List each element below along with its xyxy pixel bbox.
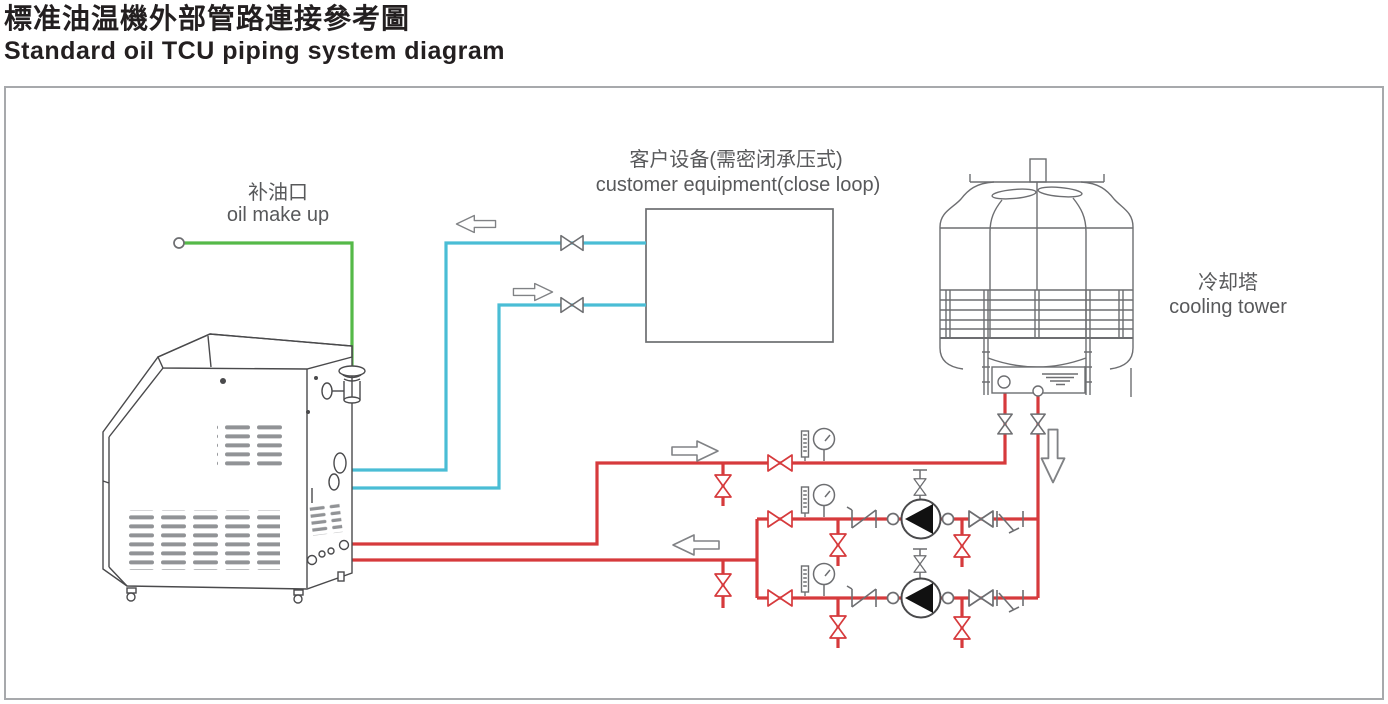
pressure-gauge-icon bbox=[812, 562, 836, 597]
tower-shell-left bbox=[939, 181, 995, 370]
strainer-icon bbox=[996, 589, 1024, 613]
vent-valve-icon bbox=[913, 478, 927, 496]
drain-valve-icon bbox=[714, 474, 732, 498]
machine-vent-grille bbox=[309, 501, 343, 536]
label-cooling-tower: 冷却塔 cooling tower bbox=[1169, 271, 1287, 318]
flow-arrow-left-icon bbox=[455, 214, 497, 234]
tower-inner-shell bbox=[989, 197, 1087, 338]
vent-valve-icon bbox=[913, 555, 927, 573]
cool-loop-pipes bbox=[334, 241, 646, 490]
machine-port-flange bbox=[333, 452, 347, 474]
machine-port-flange bbox=[328, 473, 340, 491]
valve-icon bbox=[997, 413, 1013, 435]
pump-icon bbox=[900, 498, 942, 540]
thermometer-icon bbox=[800, 430, 810, 462]
oil-filler-funnel bbox=[338, 365, 366, 404]
flow-arrow-right-icon bbox=[671, 440, 719, 462]
cool-pipe-return bbox=[340, 241, 646, 472]
customer-equipment-box bbox=[645, 208, 834, 343]
thermometer-icon bbox=[800, 486, 810, 518]
diagram-border bbox=[4, 86, 1384, 700]
machine-left-edge bbox=[102, 367, 164, 587]
union-icon bbox=[941, 591, 955, 605]
tower-motor bbox=[1029, 158, 1047, 183]
tower-fill-lattice bbox=[940, 289, 1133, 330]
pressure-gauge-icon bbox=[812, 483, 836, 518]
drain-valve-icon bbox=[714, 573, 732, 597]
drain-valve-icon bbox=[953, 534, 971, 558]
cool-pipe-supply bbox=[334, 303, 646, 490]
machine-port bbox=[327, 547, 335, 555]
label-cooling-tower-en: cooling tower bbox=[1169, 296, 1287, 318]
machine-detail-dot bbox=[306, 410, 310, 414]
machine-port bbox=[318, 550, 326, 558]
machine-detail-dot bbox=[314, 376, 318, 380]
cooling-tower-illustration bbox=[939, 158, 1134, 397]
label-oil-make-up: 补油口 oil make up bbox=[227, 181, 329, 226]
machine-port bbox=[321, 382, 333, 400]
tower-shell-right bbox=[1080, 181, 1134, 370]
label-cooling-tower-zh: 冷却塔 bbox=[1198, 271, 1258, 294]
valve-icon bbox=[968, 510, 994, 528]
union-icon bbox=[941, 512, 955, 526]
title-en: Standard oil TCU piping system diagram bbox=[4, 37, 505, 65]
label-oil-make-up-zh: 补油口 bbox=[248, 181, 308, 204]
flow-arrow-down-icon bbox=[1040, 428, 1066, 484]
valve-icon bbox=[968, 589, 994, 607]
union-icon bbox=[886, 512, 900, 526]
flow-arrow-left-icon bbox=[672, 534, 720, 556]
drain-valve-icon bbox=[829, 533, 847, 557]
valve-icon bbox=[767, 454, 793, 472]
oil-fill-port-icon bbox=[173, 237, 185, 249]
hot-pipe-supply-to-tower bbox=[348, 389, 1007, 546]
thermometer-icon bbox=[800, 565, 810, 597]
pump-icon bbox=[900, 577, 942, 619]
pressure-gauge-icon bbox=[812, 427, 836, 462]
drain-valve-icon bbox=[829, 615, 847, 639]
flow-arrow-right-icon bbox=[512, 282, 554, 302]
machine-button bbox=[220, 378, 226, 384]
strainer-icon bbox=[996, 510, 1024, 534]
label-customer-equipment: 客户设备(需密闭承压式) customer equipment(close lo… bbox=[596, 148, 881, 196]
tower-outlet-port bbox=[1032, 385, 1044, 397]
tcu-machine-illustration bbox=[102, 333, 366, 604]
tower-leg-right bbox=[1084, 338, 1092, 395]
valve-icon bbox=[767, 589, 793, 607]
tower-leg-left bbox=[982, 338, 990, 395]
machine-top-seam bbox=[207, 335, 212, 368]
label-oil-make-up-en: oil make up bbox=[227, 204, 329, 226]
machine-port bbox=[306, 554, 318, 566]
tower-lattice-posts bbox=[945, 290, 1124, 338]
valve-icon bbox=[767, 510, 793, 528]
tower-outlet-port bbox=[997, 375, 1011, 389]
machine-vent-grille bbox=[217, 422, 283, 469]
valve-icon bbox=[1030, 413, 1046, 435]
valve-icon bbox=[560, 234, 584, 252]
label-customer-equipment-en: customer equipment(close loop) bbox=[596, 174, 881, 196]
valve-icon bbox=[560, 296, 584, 314]
union-icon bbox=[886, 591, 900, 605]
machine-vent-grille bbox=[127, 510, 280, 570]
drain-valve-icon bbox=[953, 616, 971, 640]
tower-fan-blade bbox=[1037, 186, 1083, 198]
tower-fan-blade bbox=[991, 188, 1037, 200]
tower-basin-curve bbox=[987, 357, 1087, 368]
water-level-icon bbox=[1042, 373, 1078, 386]
title-zh: 標准油温機外部管路連接參考圖 bbox=[4, 2, 410, 34]
oil-make-up-pipe bbox=[173, 237, 354, 372]
machine-casters bbox=[126, 571, 345, 604]
label-customer-equipment-zh: 客户设备(需密闭承压式) bbox=[629, 148, 842, 171]
machine-port bbox=[338, 539, 350, 551]
